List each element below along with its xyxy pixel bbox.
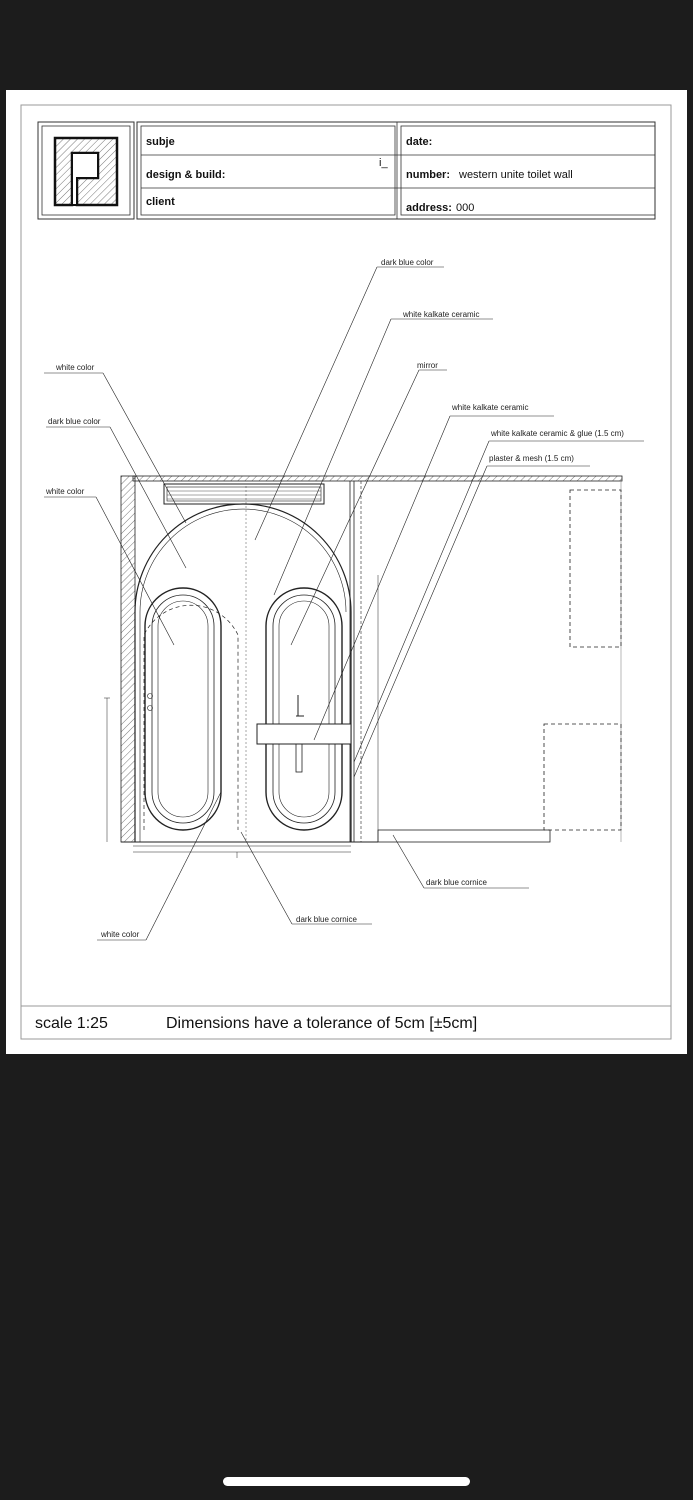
left-wall	[120, 475, 136, 843]
address-label: address:	[406, 202, 452, 214]
title-block: subje design & build: client i_ date: nu…	[37, 121, 656, 220]
date-label: date:	[406, 136, 432, 148]
window-outline	[569, 489, 622, 648]
client-label: client	[146, 196, 175, 208]
logo-icon	[53, 136, 119, 207]
callout-mirror: mirror	[417, 361, 438, 370]
bench	[377, 829, 551, 843]
main-arch	[134, 503, 352, 842]
callout-white-color-2: white color	[45, 487, 85, 496]
design-build-label: design & build:	[146, 169, 225, 181]
callout-white-color-bottom: white color	[100, 930, 140, 939]
address-value: 000	[456, 202, 474, 214]
callout-plaster-mesh: plaster & mesh (1.5 cm)	[489, 454, 574, 463]
callout-dark-blue-cornice-bottom: dark blue cornice	[296, 915, 357, 924]
callout-dark-blue-color-top: dark blue color	[381, 258, 434, 267]
sink-counter	[256, 723, 352, 745]
stray-mark: i_	[379, 157, 388, 169]
scale-note: scale 1:25	[35, 1015, 108, 1032]
callout-dark-blue-color-left: dark blue color	[48, 417, 101, 426]
tolerance-note: Dimensions have a tolerance of 5cm [±5cm…	[166, 1015, 477, 1032]
opening-outline	[543, 723, 622, 831]
mirror-niche	[265, 587, 343, 831]
subject-label: subje	[146, 136, 175, 148]
ceiling-slab	[132, 475, 623, 482]
door-left	[144, 587, 222, 831]
wall-elevation	[104, 475, 623, 858]
outer-frame	[20, 104, 672, 1040]
drawing-sheet: subje design & build: client i_ date: nu…	[6, 90, 687, 1054]
elevation-drawing: subje design & build: client i_ date: nu…	[20, 104, 672, 1040]
callout-white-kalkate-ceramic-2: white kalkate ceramic	[451, 403, 528, 412]
faucet-icon	[296, 695, 304, 717]
callout-white-color-1: white color	[55, 363, 95, 372]
home-indicator[interactable]	[223, 1477, 470, 1486]
number-label: number:	[406, 169, 450, 181]
callout-white-kalkate-ceramic-glue: white kalkate ceramic & glue (1.5 cm)	[490, 429, 624, 438]
callout-dark-blue-cornice-right: dark blue cornice	[426, 878, 487, 887]
number-value: western unite toilet wall	[458, 169, 573, 181]
door-handle-icon	[147, 693, 153, 699]
callout-white-kalkate-ceramic-1: white kalkate ceramic	[402, 310, 479, 319]
leader-lines	[44, 266, 644, 941]
sink-drain	[295, 743, 303, 773]
